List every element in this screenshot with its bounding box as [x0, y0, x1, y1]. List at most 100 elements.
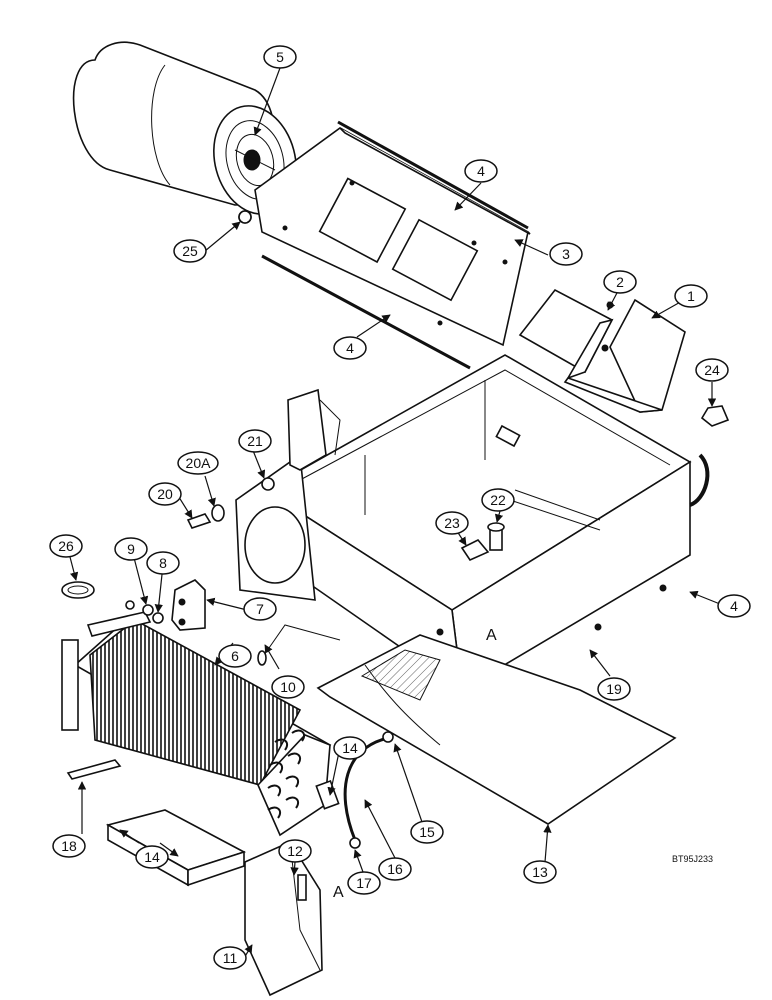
callout-balloon	[271, 675, 305, 699]
callout-25-28: 25	[173, 239, 207, 263]
callout-balloon	[464, 159, 498, 183]
callout-balloon	[218, 644, 252, 668]
callout-number: 24	[704, 362, 720, 378]
callout-number: 20A	[186, 455, 212, 471]
callout-20a-23: 20A	[177, 451, 219, 475]
callout-balloon	[333, 336, 367, 360]
callout-1-0: 1	[674, 284, 708, 308]
callout-balloon	[378, 857, 412, 881]
callout-number: 18	[61, 838, 77, 854]
callout-balloon	[243, 597, 277, 621]
callout-number: 7	[256, 601, 264, 617]
callout-26-29: 26	[49, 534, 83, 558]
callout-18-20: 18	[52, 834, 86, 858]
callout-number: 11	[223, 950, 238, 966]
callout-number: 6	[231, 648, 239, 664]
callout-number: 21	[247, 433, 263, 449]
duct-bracket	[518, 288, 686, 413]
callout-balloon	[347, 871, 381, 895]
callout-number: 4	[730, 598, 738, 614]
callout-balloon	[213, 946, 247, 970]
callout-number: 14	[144, 849, 160, 865]
drawing-code: BT95J233	[672, 854, 713, 864]
callout-16-18: 16	[378, 857, 412, 881]
callout-balloon	[435, 511, 469, 535]
callout-number: 25	[182, 243, 198, 259]
callout-number: 26	[58, 538, 74, 554]
cover-pan	[316, 634, 677, 825]
callout-22-25: 22	[481, 488, 515, 512]
callout-balloon	[135, 845, 169, 869]
callout-balloon	[603, 270, 637, 294]
callout-2-1: 2	[603, 270, 637, 294]
callout-number: 5	[276, 49, 284, 65]
callout-4-4: 4	[333, 336, 367, 360]
callout-10-11: 10	[271, 675, 305, 699]
callout-17-19: 17	[347, 871, 381, 895]
callout-number: 12	[287, 843, 303, 859]
callout-number: 22	[490, 492, 506, 508]
callout-6-7: 6	[218, 644, 252, 668]
callout-number: 23	[444, 515, 460, 531]
callout-balloon	[52, 834, 86, 858]
callout-12-13: 12	[278, 839, 312, 863]
callout-number: 3	[562, 246, 570, 262]
callout-balloon	[238, 429, 272, 453]
callout-number: 4	[346, 340, 354, 356]
callout-number: 15	[419, 824, 435, 840]
mounting-plate	[254, 120, 531, 370]
callout-balloon	[333, 736, 367, 760]
callout-balloon	[148, 482, 182, 506]
callout-4-3: 4	[464, 159, 498, 183]
callout-balloon	[674, 284, 708, 308]
callout-balloon	[549, 242, 583, 266]
callout-balloon	[146, 551, 180, 575]
callout-4-5: 4	[717, 594, 751, 618]
callout-balloon	[597, 677, 631, 701]
section-marker-a-lower: A	[333, 884, 344, 901]
callout-11-12: 11	[213, 946, 247, 970]
callout-9-10: 9	[114, 537, 148, 561]
callout-5-6: 5	[263, 45, 297, 69]
callout-balloon	[114, 537, 148, 561]
callout-balloon	[49, 534, 83, 558]
callout-balloon	[410, 820, 444, 844]
callout-number: 19	[606, 681, 622, 697]
small-parts	[61, 210, 730, 887]
callout-8-9: 8	[146, 551, 180, 575]
side-bracket	[235, 388, 341, 601]
callout-number: 13	[532, 864, 548, 880]
callout-number: 1	[687, 288, 695, 304]
callout-labels: 1234445678910111213141415161718192020A21…	[49, 45, 751, 970]
evaporator-core	[61, 600, 332, 837]
section-marker-a-upper: A	[486, 627, 497, 644]
callout-21-24: 21	[238, 429, 272, 453]
callout-number: 20	[157, 486, 173, 502]
callout-3-2: 3	[549, 242, 583, 266]
callout-number: 16	[387, 861, 403, 877]
callout-7-8: 7	[243, 597, 277, 621]
callout-number: 9	[127, 541, 135, 557]
callout-24-27: 24	[695, 358, 729, 382]
callout-balloon	[177, 451, 219, 475]
callout-14-15: 14	[333, 736, 367, 760]
callout-number: 2	[616, 274, 624, 290]
callout-20-22: 20	[148, 482, 182, 506]
callout-balloon	[263, 45, 297, 69]
callout-23-26: 23	[435, 511, 469, 535]
callout-balloon	[717, 594, 751, 618]
callout-number: 14	[342, 740, 358, 756]
callout-19-21: 19	[597, 677, 631, 701]
callout-balloon	[695, 358, 729, 382]
callout-balloon	[523, 860, 557, 884]
callout-number: 10	[280, 679, 296, 695]
callout-balloon	[481, 488, 515, 512]
callout-13-14: 13	[523, 860, 557, 884]
heater-block	[244, 840, 323, 997]
callout-15-17: 15	[410, 820, 444, 844]
callout-balloon	[173, 239, 207, 263]
callout-number: 8	[159, 555, 167, 571]
callout-number: 17	[356, 875, 372, 891]
callout-number: 4	[477, 163, 485, 179]
